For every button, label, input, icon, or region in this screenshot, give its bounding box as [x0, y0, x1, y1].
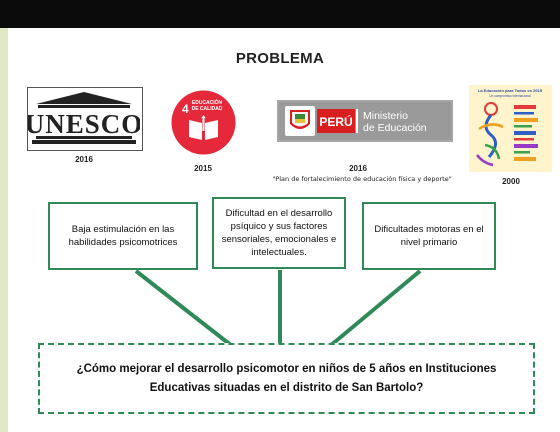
connector-left: [134, 269, 234, 348]
peru-shield-icon: [285, 106, 315, 136]
cause-box-2: Dificultad en el desarrollo psíquico y s…: [212, 197, 346, 269]
efa-subtitle: Un compromiso internacional: [489, 94, 531, 98]
minedu-year: 2016: [349, 164, 367, 173]
efa-title: La Educación para Todos en 2015: [478, 88, 543, 93]
sdg-line1: EDUCACIÓN: [192, 98, 223, 106]
sdg-number: 4: [182, 102, 189, 116]
slide-title: PROBLEMA: [235, 50, 325, 67]
research-question-box: ¿Cómo mejorar el desarrollo psicomotor e…: [38, 343, 535, 414]
connector-right: [328, 269, 422, 348]
minedu-line1: Ministerio: [363, 110, 408, 122]
left-band: [0, 28, 8, 432]
cause-box-3: Dificultades motoras en el nivel primari…: [362, 202, 496, 270]
top-bar: [0, 0, 560, 28]
efa-logo: La Educación para Todos en 2015 Un compr…: [469, 85, 552, 172]
sdg-line2: DE CALIDAD: [192, 106, 223, 112]
minedu-country: PERÚ: [319, 114, 352, 129]
unesco-logo: UNESCO: [27, 87, 143, 151]
efa-year: 2000: [502, 177, 520, 186]
unesco-wordmark: UNESCO: [28, 109, 140, 139]
minedu-logo: PERÚ Ministerio de Educación: [277, 100, 453, 142]
unesco-year: 2016: [75, 155, 93, 164]
research-question: ¿Cómo mejorar el desarrollo psicomotor e…: [76, 362, 497, 394]
minedu-caption: "Plan de fortalecimiento de educación fí…: [272, 175, 452, 183]
cause-box-1: Baja estimulación en las habilidades psi…: [48, 202, 198, 270]
efa-figure-icon: [476, 102, 504, 167]
minedu-line2: de Educación: [363, 122, 427, 134]
sdg4-logo: 4 EDUCACIÓN DE CALIDAD: [171, 90, 236, 155]
sdg-year: 2015: [194, 164, 212, 173]
book-icon: [189, 115, 218, 140]
